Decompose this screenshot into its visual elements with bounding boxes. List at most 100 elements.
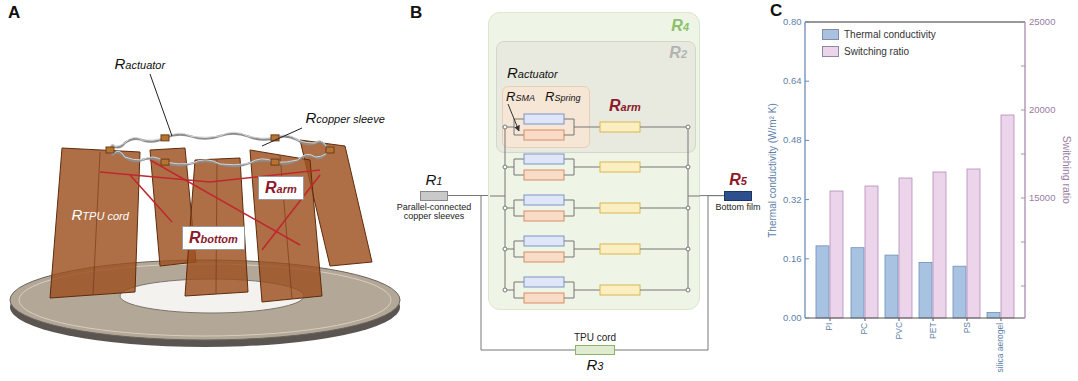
wire-connector <box>448 195 488 196</box>
label-text: Switching ratio <box>1060 136 1072 204</box>
label-text: 0.16 <box>783 254 802 264</box>
node-text: Bottom film <box>715 203 760 213</box>
ratio-bar <box>899 178 912 318</box>
x-tick <box>1001 318 1002 321</box>
resistor-node: R1Parallel-connected copper sleeves <box>392 172 476 222</box>
legend-entry: Thermal conductivity <box>822 28 936 41</box>
bottom-film <box>10 260 400 340</box>
legend-text: Switching ratio <box>844 46 909 57</box>
label-text: 0.80 <box>783 17 802 27</box>
node-text: Ractuator <box>507 65 558 82</box>
node-text: RSMA <box>506 90 535 104</box>
label-text: A <box>8 4 20 23</box>
sma-wire <box>165 162 192 165</box>
copper-sleeve <box>106 147 114 153</box>
copper-sleeve <box>326 147 334 153</box>
y-tick <box>805 258 809 259</box>
label-text: RTPU cord <box>72 207 129 224</box>
film-hole <box>120 279 304 313</box>
sma-wire <box>220 164 248 167</box>
leader-line <box>150 74 172 136</box>
label-text: PET <box>928 322 937 339</box>
copper-sleeve <box>271 135 279 141</box>
film-rim <box>19 264 391 336</box>
y-tick <box>805 199 809 200</box>
sma-wire <box>142 158 165 162</box>
spring-wire <box>165 162 192 164</box>
right-axis <box>1024 22 1025 318</box>
y2-tick <box>1021 66 1025 67</box>
legend-text: Thermal conductivity <box>844 29 936 40</box>
spring-wire <box>315 154 326 157</box>
spring-wire <box>248 136 275 138</box>
copper-sleeve <box>161 159 169 165</box>
sma-wire <box>315 154 326 158</box>
arm-fold <box>93 152 100 295</box>
node-text: Parallel-connected copper sleeves <box>392 203 476 223</box>
y-tick <box>805 140 809 141</box>
leader-line <box>262 128 302 146</box>
label-text: 15000 <box>1029 193 1055 203</box>
conductivity-bar <box>953 266 966 318</box>
y2-tick <box>1021 198 1025 199</box>
spring-wire <box>125 157 142 160</box>
resistor-symbol <box>575 345 615 355</box>
legend-swatch <box>822 46 839 57</box>
sma-wire <box>326 146 330 151</box>
resistor-node: R5Bottom film <box>712 171 764 212</box>
x-tick <box>865 318 866 321</box>
ratio-bar <box>933 172 946 318</box>
y-tick <box>805 318 809 319</box>
sma-wire <box>110 145 114 150</box>
spring-wire <box>114 143 125 146</box>
label-text: Thermal conductivity (W/m² K) <box>767 103 778 237</box>
spring-wire <box>326 148 330 154</box>
region-box: RactuatorRSMARSpring R2 <box>496 41 696 153</box>
copper-sleeve <box>271 159 279 165</box>
node-text: R4 <box>671 17 689 35</box>
region-box: RactuatorRSMARSpring <box>502 86 590 148</box>
spring-wire <box>142 138 165 140</box>
y2-tick <box>1021 286 1025 287</box>
sma-wire <box>298 156 315 160</box>
label-text: 20000 <box>1029 105 1055 115</box>
ratio-bar <box>967 169 980 318</box>
sma-wire <box>326 149 330 154</box>
spring-wire <box>275 160 298 162</box>
left-axis <box>804 22 805 318</box>
spring-wire <box>125 137 142 143</box>
label-text: C <box>770 2 782 21</box>
wire-connector <box>700 195 724 196</box>
spring-wire <box>192 136 220 137</box>
y2-tick <box>1021 154 1025 155</box>
spring-wire <box>298 154 315 160</box>
node-text: Rarm <box>265 179 297 197</box>
label-text: PS <box>963 322 972 333</box>
y-tick <box>805 81 809 82</box>
callout-box: Rarm <box>258 176 304 200</box>
node-text: Rbottom <box>189 229 238 247</box>
actuator-drawing <box>10 74 400 347</box>
spring-wire <box>315 141 326 147</box>
spring-wire <box>110 144 114 150</box>
node-text: R1 <box>426 172 443 189</box>
conductivity-bar <box>885 255 898 318</box>
arm-panel <box>250 150 322 302</box>
callout-box: Rbottom <box>182 226 245 250</box>
ratio-bar <box>865 186 878 318</box>
x-tick <box>933 318 934 321</box>
node-text: R2 <box>669 44 687 62</box>
sma-wire <box>142 138 165 142</box>
label-text: B <box>410 4 422 23</box>
spring-wire <box>114 151 125 157</box>
node-text: R3 <box>587 357 604 374</box>
label-text: Rarm <box>609 97 641 115</box>
conductivity-bar <box>816 246 829 318</box>
label-text: Ractuator <box>115 56 166 73</box>
sma-wire <box>192 161 220 164</box>
sma-wire <box>114 153 125 157</box>
sma-wire <box>275 136 298 140</box>
spring-wire <box>298 140 315 143</box>
